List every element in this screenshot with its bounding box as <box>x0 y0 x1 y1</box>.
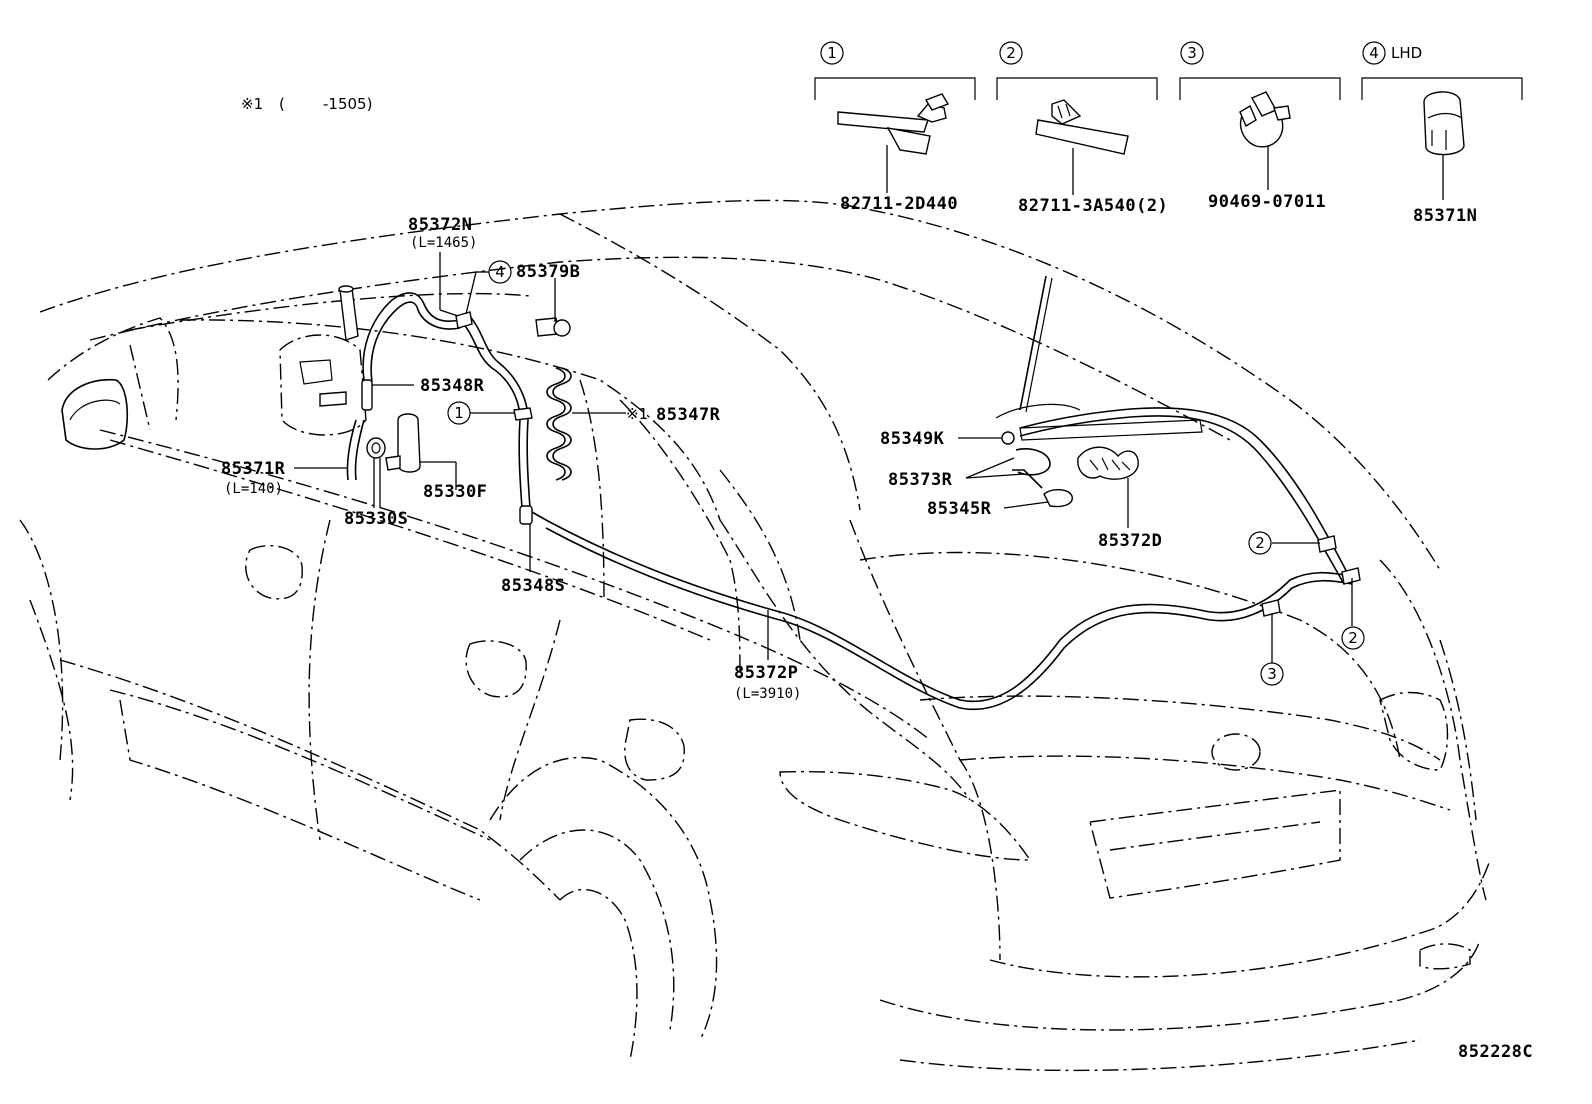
nozzle-85345R-icon <box>1043 489 1073 508</box>
components <box>61 275 1361 711</box>
clip-2a-icon <box>1317 535 1337 553</box>
callout-85330F: 85330F <box>423 482 487 502</box>
hose-clip-icon <box>1423 91 1465 156</box>
callouts: 85372N (L=1465) 85379B 85348R ※1 85347R … <box>221 215 1162 702</box>
hose-85372N <box>362 292 461 381</box>
callout-85348S: 85348S <box>501 576 565 596</box>
check-valve-85347R <box>546 367 566 481</box>
hose-clamp-icon <box>1239 91 1291 148</box>
hose-85372D-icon <box>1077 446 1139 480</box>
tape-clip-icon <box>837 93 950 155</box>
inset-4-part-number: 85371N <box>1413 206 1477 226</box>
callout-85330S: 85330S <box>344 509 408 529</box>
inset-2-circle <box>999 41 1023 65</box>
hose-85372P <box>545 519 1351 703</box>
washer-tank-icon <box>279 334 367 436</box>
callout-85373R: 85373R <box>888 470 953 490</box>
inset-4-lhd-label: LHD <box>1391 44 1422 62</box>
hose-85373R <box>1015 448 1051 476</box>
vehicle-body <box>19 199 1491 1072</box>
note-range: -1505) <box>323 95 372 113</box>
inset-1-number: 1 <box>827 44 837 62</box>
clip-marker-4: 4 <box>495 263 505 281</box>
callout-85348R: 85348R <box>420 376 485 396</box>
callout-85371R: 85371R <box>221 459 286 479</box>
washer-pump-icon <box>397 413 421 473</box>
joint-85348R <box>361 379 373 411</box>
inset-2-bracket <box>996 77 1158 100</box>
leader-lines <box>294 252 1353 663</box>
inset-3-part-number: 90469-07011 <box>1208 192 1326 212</box>
clip-4-icon <box>455 311 473 329</box>
production-note: ※1 ( -1505) <box>241 95 372 113</box>
clip-3-icon <box>1261 599 1281 617</box>
hose-riser <box>459 319 523 509</box>
callout-85372N: 85372N <box>408 215 472 235</box>
callout-85372P-length: (L=3910) <box>734 686 801 702</box>
antenna-icon <box>1019 275 1047 411</box>
clip-markers: 4 1 2 2 3 <box>447 260 1365 686</box>
callout-85372N-length: (L=1465) <box>410 235 477 251</box>
inset-2-part-number: 82711-3A540(2) <box>1018 196 1168 216</box>
inset-4: 4 LHD 85371N <box>1361 41 1523 226</box>
filler-neck-icon <box>339 287 359 341</box>
callout-85347R: 85347R <box>656 405 721 425</box>
clip-1-icon <box>513 407 533 421</box>
inset-3-circle <box>1180 41 1204 65</box>
elbow-85349K-icon <box>1001 431 1015 445</box>
inset-1-circle <box>820 41 844 65</box>
callout-85372P: 85372P <box>734 663 798 683</box>
inset-3-number: 3 <box>1187 44 1197 62</box>
tape-clip-icon-2 <box>1035 99 1129 155</box>
clip-2b-icon <box>1341 567 1361 585</box>
inset-1-bracket <box>814 77 976 100</box>
callout-85379B: 85379B <box>516 262 580 282</box>
callout-85371R-length: (L=140) <box>224 481 283 497</box>
inset-4-bracket <box>1361 77 1523 100</box>
hose-85371R <box>346 419 357 481</box>
side-mirror-icon <box>61 378 129 450</box>
joint-85348S <box>519 505 533 525</box>
callout-85349K: 85349K <box>880 429 945 449</box>
inset-2-number: 2 <box>1006 44 1016 62</box>
inset-1-part-number: 82711-2D440 <box>840 194 958 214</box>
clip-marker-3: 3 <box>1267 665 1277 683</box>
note-mark: ※1 <box>241 95 263 113</box>
pump-grommet-icon <box>366 437 386 459</box>
inset-3: 3 90469-07011 <box>1179 41 1341 212</box>
clip-marker-1: 1 <box>454 404 464 422</box>
inset-1: 1 82711-2D440 <box>814 41 976 214</box>
callout-85372D: 85372D <box>1098 531 1162 551</box>
clip-marker-2a: 2 <box>1255 534 1265 552</box>
clip-marker-2b: 2 <box>1348 629 1358 647</box>
callout-85345R: 85345R <box>927 499 992 519</box>
inset-2: 2 82711-3A540(2) <box>996 41 1168 216</box>
note-open-paren: ( <box>279 95 285 113</box>
inset-4-number: 4 <box>1369 44 1379 62</box>
callout-85347R-mark: ※1 <box>626 405 648 423</box>
inset-3-bracket <box>1179 77 1341 100</box>
figure-id: 852228C <box>1458 1042 1533 1062</box>
inset-4-circle <box>1362 41 1386 65</box>
